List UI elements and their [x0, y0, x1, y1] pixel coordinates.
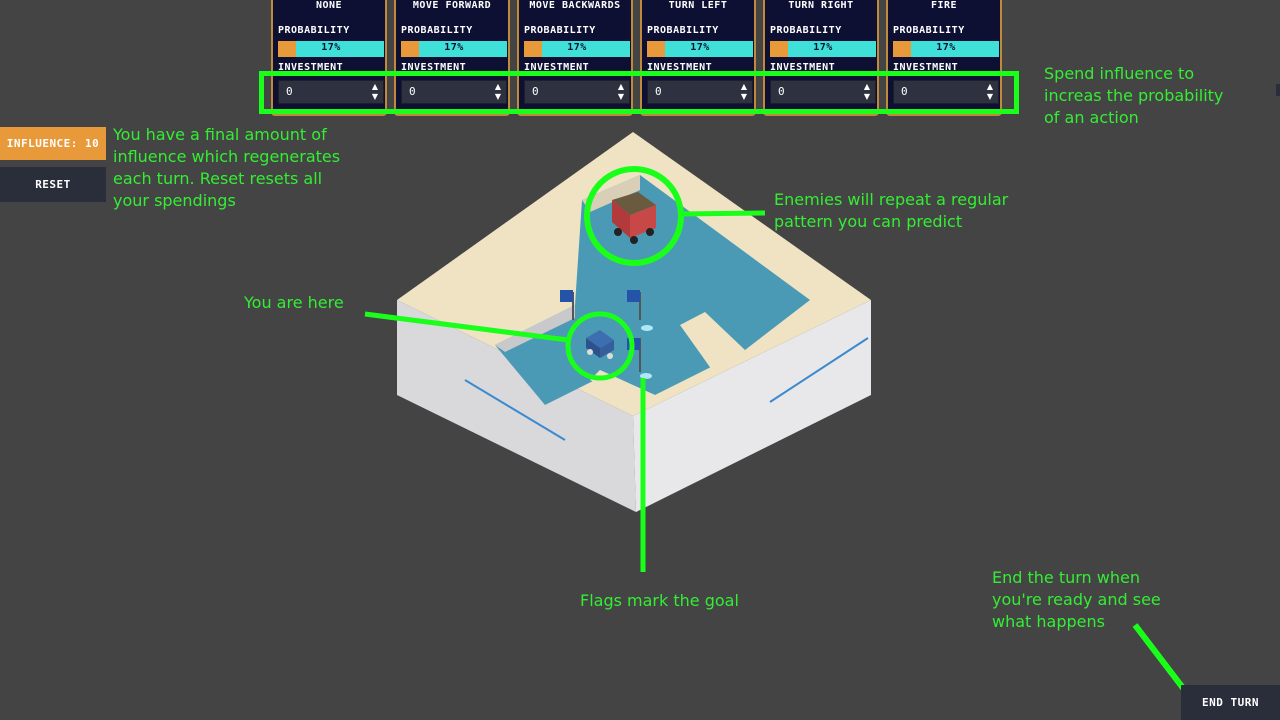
investment-input[interactable]: 0 ▲▼ — [401, 80, 507, 104]
investment-value: 0 — [409, 85, 417, 98]
spinner-arrows-icon[interactable]: ▲▼ — [863, 82, 871, 101]
probability-bar: 17% — [770, 41, 876, 57]
investment-value: 0 — [901, 85, 909, 98]
annotation-flags: Flags mark the goal — [580, 591, 739, 610]
investment-label: INVESTMENT — [647, 62, 713, 70]
spinner-arrows-icon[interactable]: ▲▼ — [371, 82, 379, 101]
probability-fill — [647, 41, 666, 57]
action-card-turn-left[interactable]: TURN LEFT PROBABILITY 17% INVESTMENT 0 ▲… — [640, 0, 756, 116]
spinner-arrows-icon[interactable]: ▲▼ — [986, 82, 994, 101]
enemy-highlight-circle — [584, 166, 684, 266]
action-title: TURN LEFT — [668, 0, 728, 11]
probability-fill — [893, 41, 912, 57]
probability-label: PROBABILITY — [278, 25, 350, 36]
action-title: FIRE — [930, 0, 958, 11]
probability-bar: 17% — [401, 41, 507, 57]
inner-wall-2 — [495, 305, 575, 352]
investment-value: 0 — [655, 85, 663, 98]
probability-label: PROBABILITY — [647, 25, 719, 36]
player-vehicle — [586, 330, 614, 359]
probability-fill — [278, 41, 297, 57]
investment-label: INVESTMENT — [893, 62, 959, 70]
investment-input[interactable]: 0 ▲▼ — [647, 80, 753, 104]
action-title: MOVE FORWARD — [412, 0, 492, 11]
probability-label: PROBABILITY — [524, 25, 596, 36]
edge-panel — [1276, 84, 1280, 96]
player-pointer — [364, 311, 569, 343]
probability-label: PROBABILITY — [893, 25, 965, 36]
probability-fill — [401, 41, 420, 57]
spinner-arrows-icon[interactable]: ▲▼ — [617, 82, 625, 101]
probability-fill — [524, 41, 543, 57]
probability-value: 17% — [936, 42, 956, 53]
probability-label: PROBABILITY — [770, 25, 842, 36]
investment-input[interactable]: 0 ▲▼ — [278, 80, 384, 104]
probability-bar: 17% — [524, 41, 630, 57]
end-turn-button[interactable]: END TURN — [1181, 685, 1280, 720]
probability-bar: 17% — [278, 41, 384, 57]
annotation-you-are-here: You are here — [244, 293, 344, 312]
annotation-influence: You have a final amount of influence whi… — [113, 125, 341, 210]
spinner-arrows-icon[interactable]: ▲▼ — [740, 82, 748, 101]
investment-label: INVESTMENT — [524, 62, 590, 70]
probability-label: PROBABILITY — [401, 25, 473, 36]
spinner-arrows-icon[interactable]: ▲▼ — [494, 82, 502, 101]
probability-value: 17% — [444, 42, 464, 53]
probability-value: 17% — [813, 42, 833, 53]
influence-counter: INFLUENCE: 10 — [0, 127, 106, 160]
investment-label: INVESTMENT — [401, 62, 467, 70]
investment-input[interactable]: 0 ▲▼ — [524, 80, 630, 104]
probability-bar: 17% — [893, 41, 999, 57]
investment-value: 0 — [286, 85, 294, 98]
action-title: NONE — [315, 0, 343, 11]
probability-fill — [770, 41, 789, 57]
arena-left-face — [397, 300, 636, 512]
reset-button[interactable]: RESET — [0, 167, 106, 202]
action-card-move-backwards[interactable]: MOVE BACKWARDS PROBABILITY 17% INVESTMEN… — [517, 0, 633, 116]
investment-label: INVESTMENT — [278, 62, 344, 70]
inner-wall — [582, 175, 640, 212]
annotation-spend: Spend influence to increas the probabili… — [1044, 64, 1224, 127]
probability-value: 17% — [690, 42, 710, 53]
action-title: TURN RIGHT — [788, 0, 854, 11]
arena-right-face — [633, 300, 871, 512]
investment-input[interactable]: 0 ▲▼ — [893, 80, 999, 104]
probability-value: 17% — [567, 42, 587, 53]
enemy-pointer — [680, 210, 766, 217]
action-card-move-forward[interactable]: MOVE FORWARD PROBABILITY 17% INVESTMENT … — [394, 0, 510, 116]
investment-input[interactable]: 0 ▲▼ — [770, 80, 876, 104]
action-title: MOVE BACKWARDS — [529, 0, 621, 11]
investment-value: 0 — [532, 85, 540, 98]
player-highlight-circle — [565, 311, 635, 381]
action-card-fire[interactable]: FIRE PROBABILITY 17% INVESTMENT 0 ▲▼ — [886, 0, 1002, 116]
action-card-none[interactable]: NONE PROBABILITY 17% INVESTMENT 0 ▲▼ — [271, 0, 387, 116]
inner-island — [680, 312, 745, 370]
end-turn-pointer — [1132, 623, 1186, 690]
action-card-turn-right[interactable]: TURN RIGHT PROBABILITY 17% INVESTMENT 0 … — [763, 0, 879, 116]
probability-bar: 17% — [647, 41, 753, 57]
annotation-end-turn: End the turn when you're ready and see w… — [992, 568, 1161, 631]
investment-value: 0 — [778, 85, 786, 98]
enemy-vehicle — [612, 192, 656, 244]
annotation-enemies: Enemies will repeat a regular pattern yo… — [774, 190, 1009, 231]
investment-label: INVESTMENT — [770, 62, 836, 70]
probability-value: 17% — [321, 42, 341, 53]
